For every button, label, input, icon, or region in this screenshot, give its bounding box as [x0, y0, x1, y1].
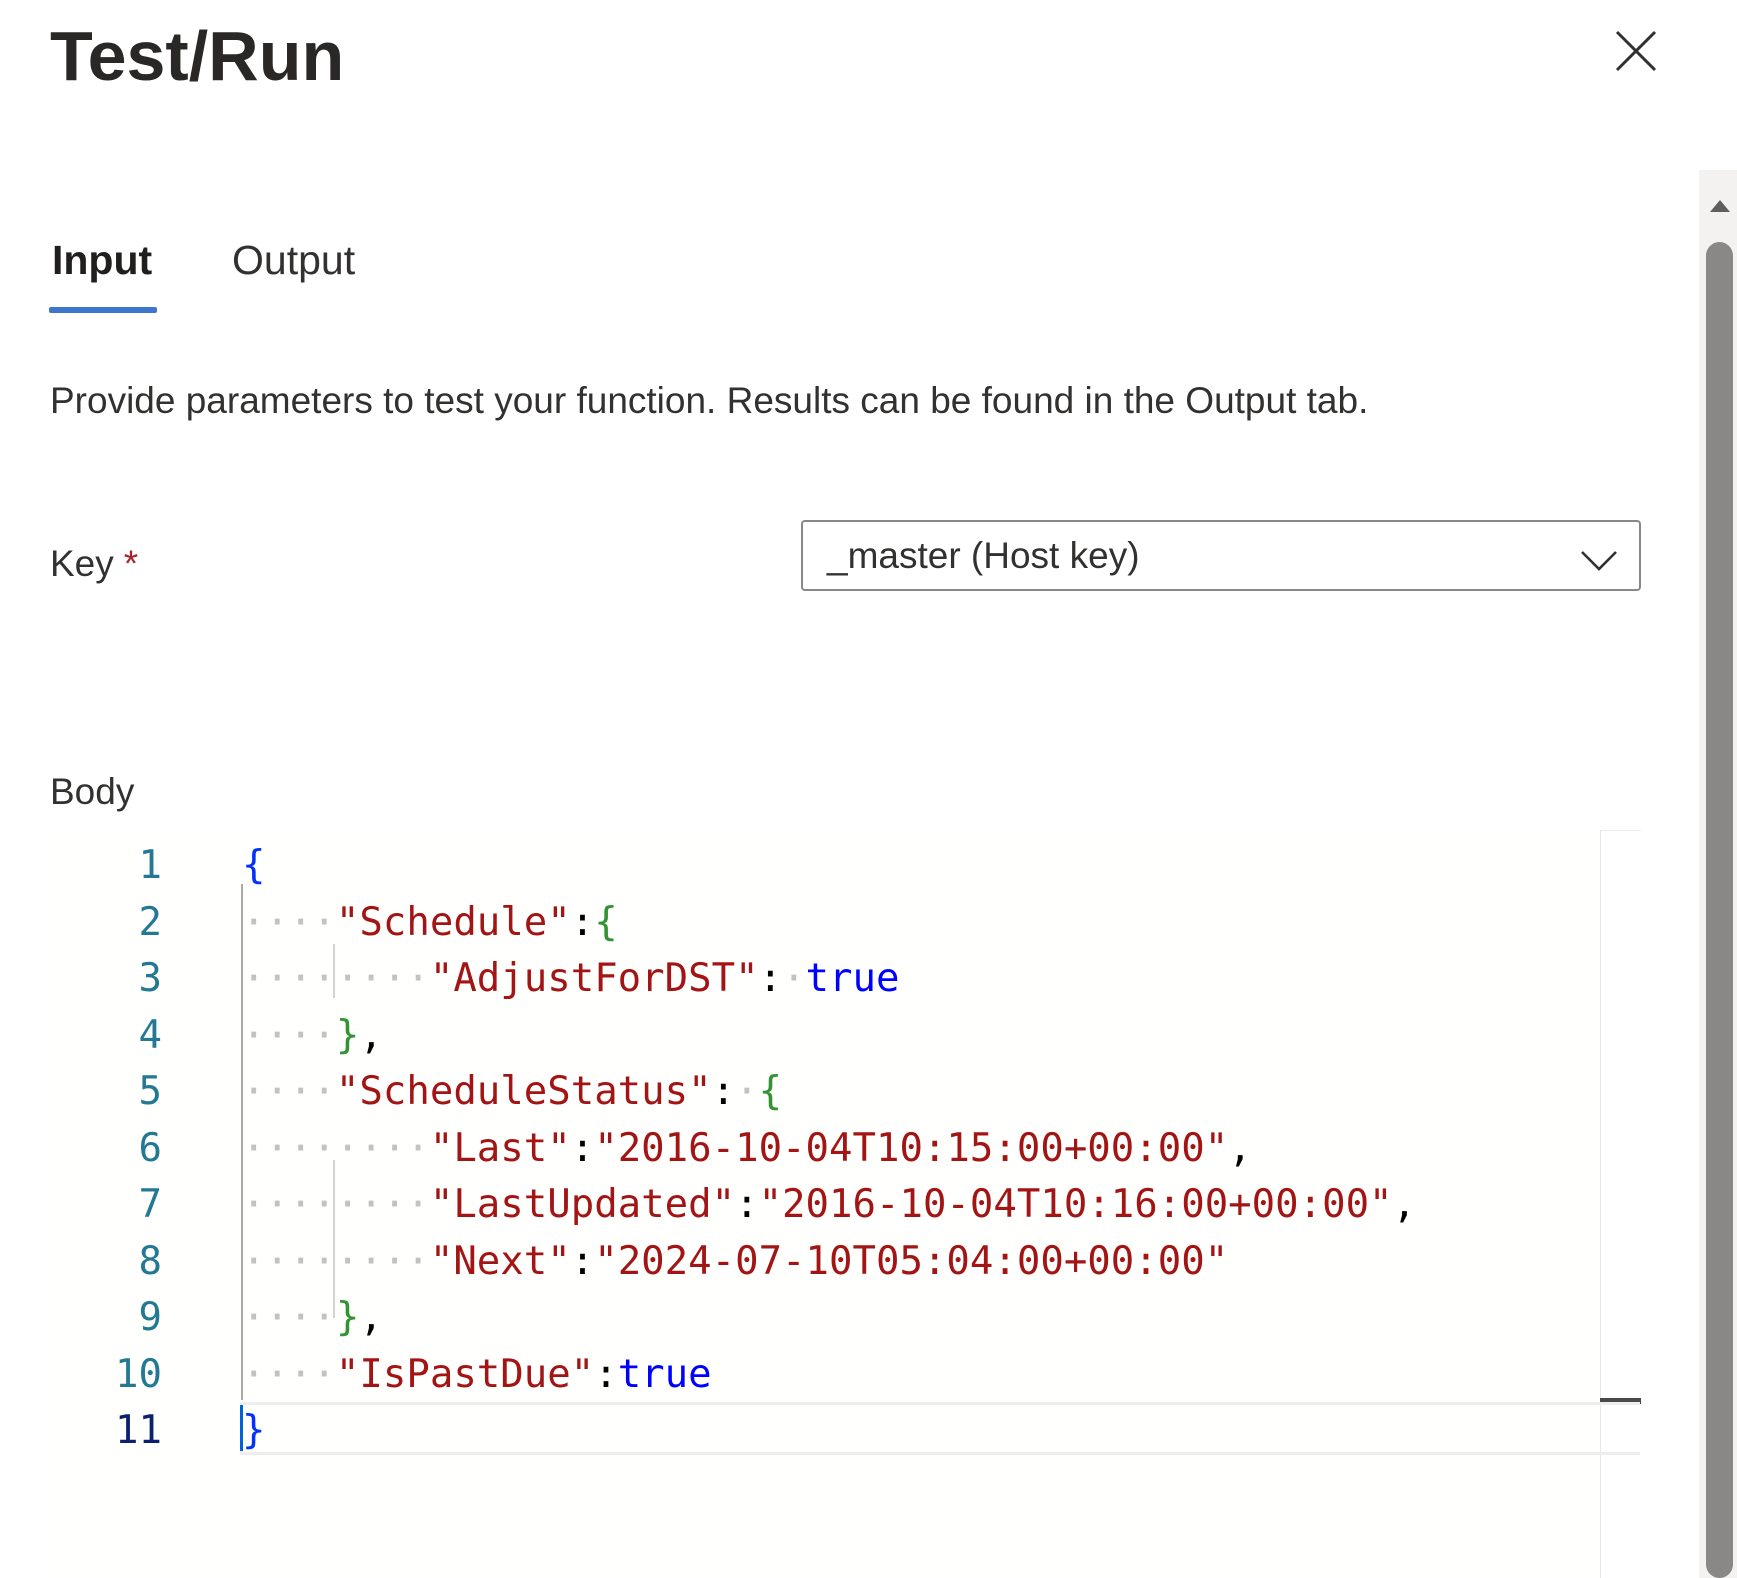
code-line: 8 ········"Next":"2024-07-10T05:04:00+00:… [0, 1233, 1591, 1290]
code-line: 1{ [0, 837, 1591, 894]
code-line: 2 ····"Schedule":{ [0, 894, 1591, 951]
indent-guide-nested [333, 1160, 335, 1318]
key-label: Key* [50, 534, 138, 594]
code-text: } [242, 1408, 266, 1453]
line-number: 11 [115, 1408, 162, 1453]
code-text: ····"Schedule":{ [242, 899, 618, 945]
code-line: 5 ····"ScheduleStatus":·{ [0, 1063, 1591, 1120]
code-line: 7 ········"LastUpdated":"2016-10-04T10:16… [0, 1176, 1591, 1233]
scroll-up-arrow-icon[interactable] [1708, 198, 1732, 214]
text-cursor [240, 1405, 243, 1451]
code-text: ····}, [242, 1295, 383, 1340]
line-number: 5 [138, 1069, 162, 1114]
indent-guide-nested [333, 944, 335, 998]
code-line: 11} [0, 1402, 1591, 1459]
code-text: ····}, [242, 1012, 383, 1058]
line-number: 1 [138, 843, 162, 888]
code-text: ········"Next":"2024-07-10T05:04:00+00:0… [242, 1238, 1229, 1284]
code-line: 4 ····}, [0, 1007, 1591, 1064]
tab-list: Input Output [48, 230, 648, 314]
panel-title: Test/Run [50, 17, 345, 95]
code-text: { [242, 843, 266, 888]
key-dropdown[interactable]: _master (Host key) [801, 520, 1641, 591]
line-number: 7 [138, 1182, 162, 1227]
key-label-text: Key [50, 543, 114, 584]
line-number: 4 [138, 1012, 162, 1058]
line-number: 10 [115, 1351, 162, 1397]
description-text: Provide parameters to test your function… [50, 380, 1369, 421]
close-button[interactable] [1611, 26, 1661, 76]
editor-overview-ruler [1600, 830, 1641, 1578]
code-text: ········"AdjustForDST":·true [242, 956, 900, 1001]
code-text: ····"ScheduleStatus":·{ [242, 1069, 783, 1114]
code-line: 9 ····}, [0, 1289, 1591, 1346]
panel-scrollbar-thumb[interactable] [1706, 242, 1733, 1578]
close-icon [1615, 30, 1657, 72]
line-number: 8 [138, 1238, 162, 1284]
tab-output[interactable]: Output [232, 237, 356, 283]
active-tab-indicator [49, 307, 157, 313]
code-text: ····"IsPastDue":true [242, 1351, 712, 1397]
line-number: 3 [138, 956, 162, 1001]
chevron-down-icon [1581, 551, 1617, 571]
body-label: Body [50, 771, 135, 812]
editor-cursor-marker [1600, 1398, 1641, 1404]
code-text: ········"LastUpdated":"2016-10-04T10:16:… [242, 1182, 1417, 1227]
required-marker: * [123, 543, 139, 584]
code-text: ········"Last":"2016-10-04T10:15:00+00:0… [242, 1125, 1252, 1171]
line-number: 2 [138, 899, 162, 945]
indent-guide [241, 884, 243, 1400]
code-line: 10 ····"IsPastDue":true [0, 1346, 1591, 1403]
line-number: 9 [138, 1295, 162, 1340]
line-number: 6 [138, 1125, 162, 1171]
code-line: 3 ········"AdjustForDST":·true [0, 950, 1591, 1007]
key-dropdown-value: _master (Host key) [827, 535, 1140, 576]
code-line: 6 ········"Last":"2016-10-04T10:15:00+00:… [0, 1120, 1591, 1177]
tab-input[interactable]: Input [52, 237, 153, 283]
